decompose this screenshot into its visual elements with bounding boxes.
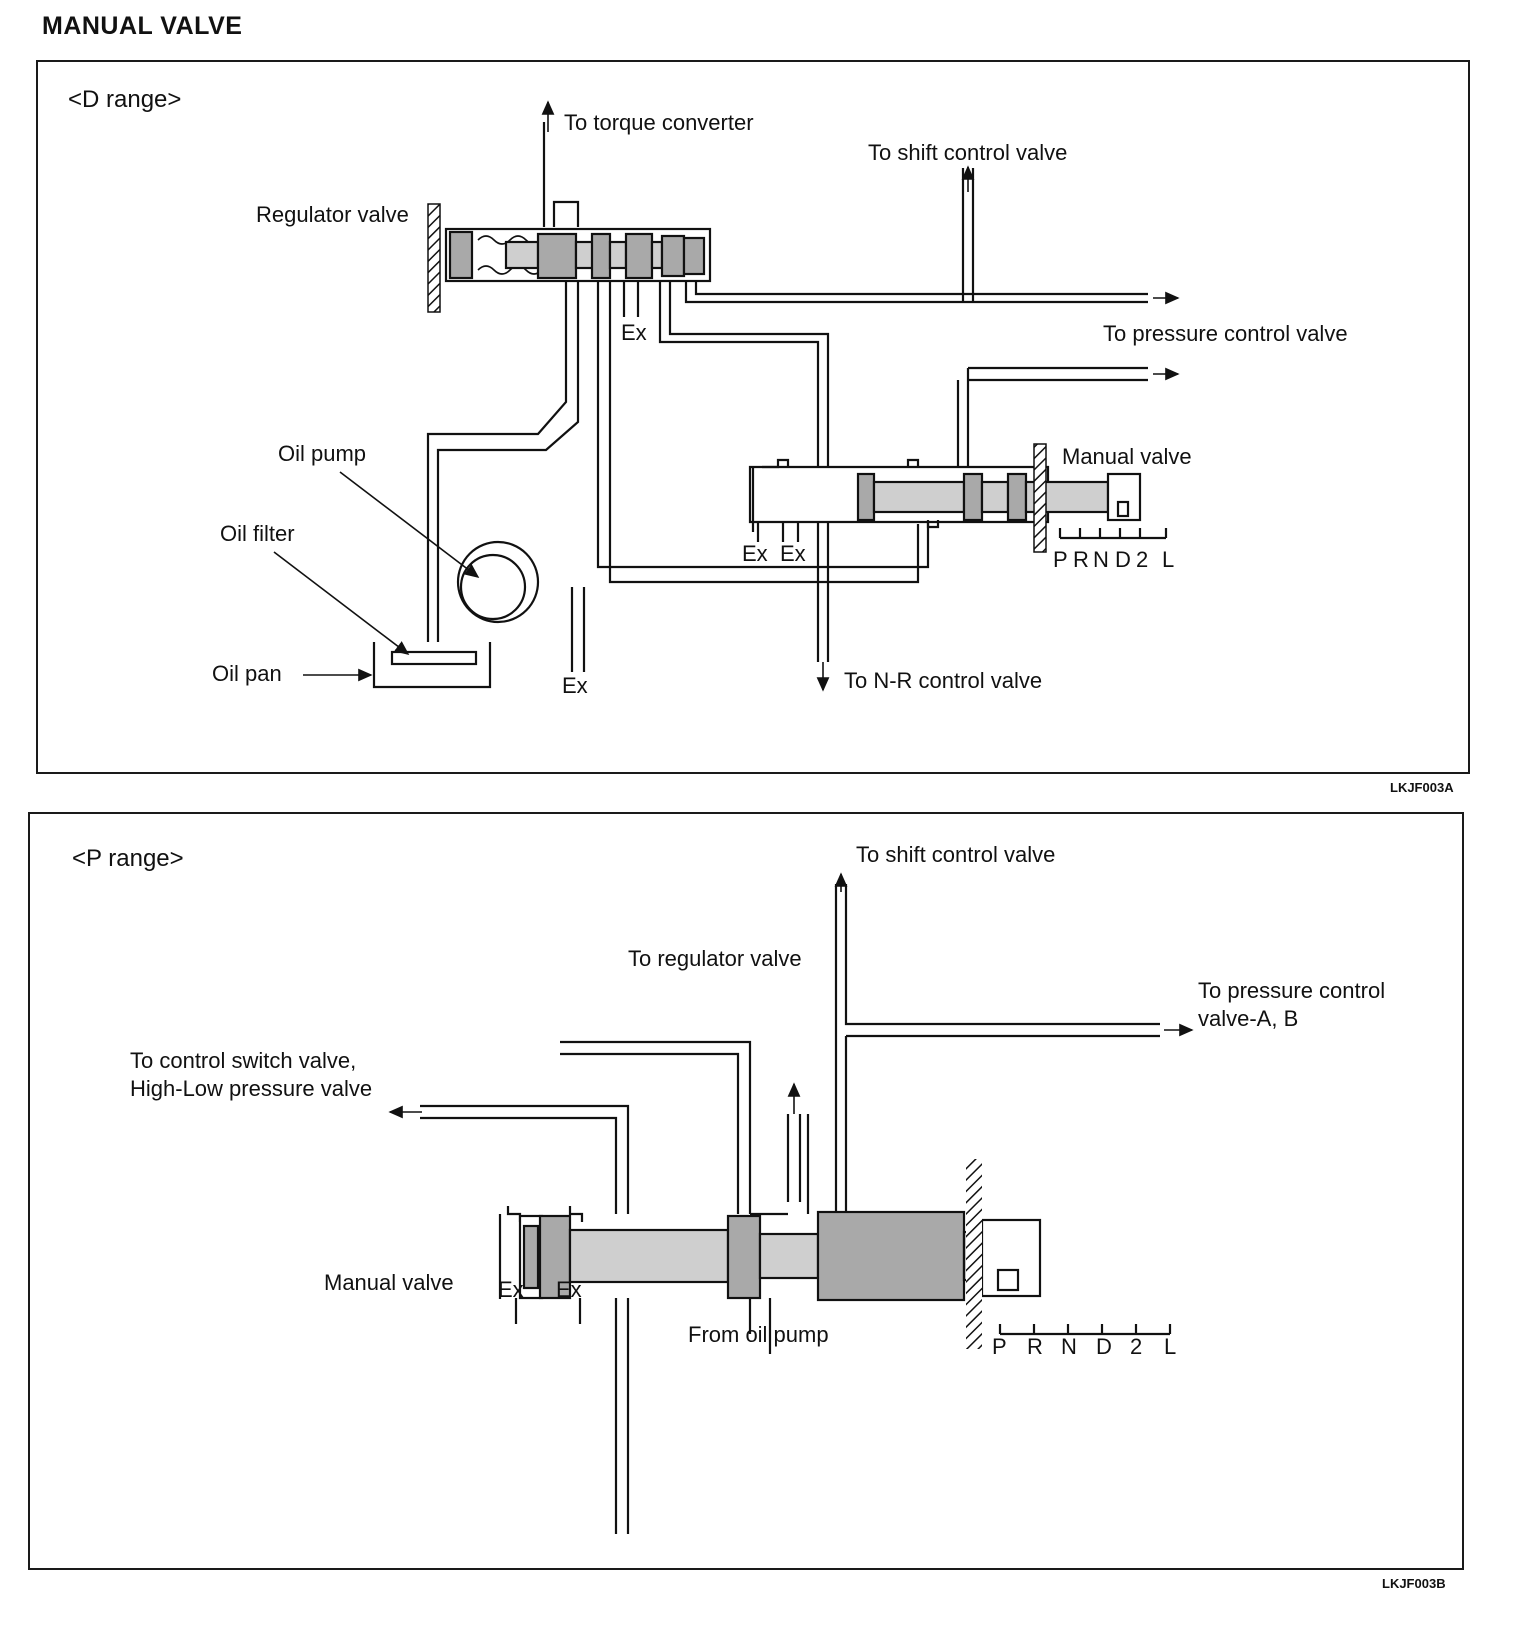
d-ex1-label: Ex — [742, 541, 768, 566]
p-range-label: <P range> — [72, 845, 184, 872]
p-selector-letter: R — [1027, 1334, 1043, 1359]
d-ex-bottom-label: Ex — [562, 673, 588, 698]
regulator-stop-hatch — [427, 203, 441, 313]
d-selector-letter: D — [1115, 547, 1131, 572]
d-selector-letter: R — [1073, 547, 1089, 572]
d-selector-letter: P — [1053, 547, 1068, 572]
p-ex1-label: Ex — [498, 1277, 524, 1302]
p-selector-letter: L — [1164, 1334, 1176, 1359]
p-regulator-valve-label: To regulator valve — [628, 946, 802, 971]
p-control-switch-label-1: To control switch valve, — [130, 1048, 356, 1073]
oil-filter — [390, 650, 478, 666]
p-range-diagram: <P range> To shift control valve To regu… — [72, 842, 1385, 1534]
d-nr-control-label: To N-R control valve — [844, 668, 1042, 693]
p-selector-scale — [998, 1324, 1172, 1336]
p-shift-control-label: To shift control valve — [856, 842, 1055, 867]
d-oil-filter-label: Oil filter — [220, 521, 295, 546]
manual-valve — [748, 443, 1142, 553]
p-figure-code: LKJF003B — [1382, 1576, 1446, 1591]
d-selector-letters: P R N D 2 L — [1053, 547, 1174, 572]
d-oil-pump-label: Oil pump — [278, 441, 366, 466]
p-pressure-control-label-1: To pressure control — [1198, 978, 1385, 1003]
d-range-diagram: <D range> Ex — [68, 86, 1348, 698]
p-control-switch-label-2: High-Low pressure valve — [130, 1076, 372, 1101]
d-range-label: <D range> — [68, 86, 181, 113]
oil-pan — [372, 642, 492, 689]
d-ex2-label: Ex — [780, 541, 806, 566]
p-selector-letters: P R N D 2 L — [992, 1334, 1176, 1359]
regulator-valve — [427, 203, 712, 313]
p-manual-stop-hatch — [966, 1159, 982, 1349]
d-pressure-control-label: To pressure control valve — [1103, 321, 1348, 346]
p-pressure-control-label-2: valve-A, B — [1198, 1006, 1298, 1031]
manual-stop-hatch — [1033, 443, 1047, 553]
p-selector-letter: 2 — [1130, 1334, 1142, 1359]
d-selector-letter: N — [1093, 547, 1109, 572]
p-ex2-label: Ex — [556, 1277, 582, 1302]
p-manual-valve-label: Manual valve — [324, 1270, 454, 1295]
d-ex-regulator-label: Ex — [621, 320, 647, 345]
d-range-panel: <D range> Ex — [36, 60, 1470, 774]
d-torque-converter-label: To torque converter — [564, 110, 754, 135]
d-manual-valve-label: Manual valve — [1062, 444, 1192, 469]
p-selector-letter: N — [1061, 1334, 1077, 1359]
d-oil-pan-label: Oil pan — [212, 661, 282, 686]
page-title: MANUAL VALVE — [42, 12, 243, 40]
p-manual-valve — [498, 1159, 1042, 1349]
d-selector-letter: L — [1162, 547, 1174, 572]
p-selector-letter: D — [1096, 1334, 1112, 1359]
p-selector-letter: P — [992, 1334, 1007, 1359]
d-shift-control-label: To shift control valve — [868, 140, 1067, 165]
d-figure-code: LKJF003A — [1390, 780, 1454, 795]
p-from-oil-pump-label: From oil pump — [688, 1322, 829, 1347]
d-selector-letter: 2 — [1136, 547, 1148, 572]
d-selector-scale — [1058, 528, 1168, 540]
d-regulator-valve-label: Regulator valve — [256, 202, 409, 227]
p-range-panel: <P range> To shift control valve To regu… — [28, 812, 1464, 1570]
oil-pump — [456, 540, 540, 624]
